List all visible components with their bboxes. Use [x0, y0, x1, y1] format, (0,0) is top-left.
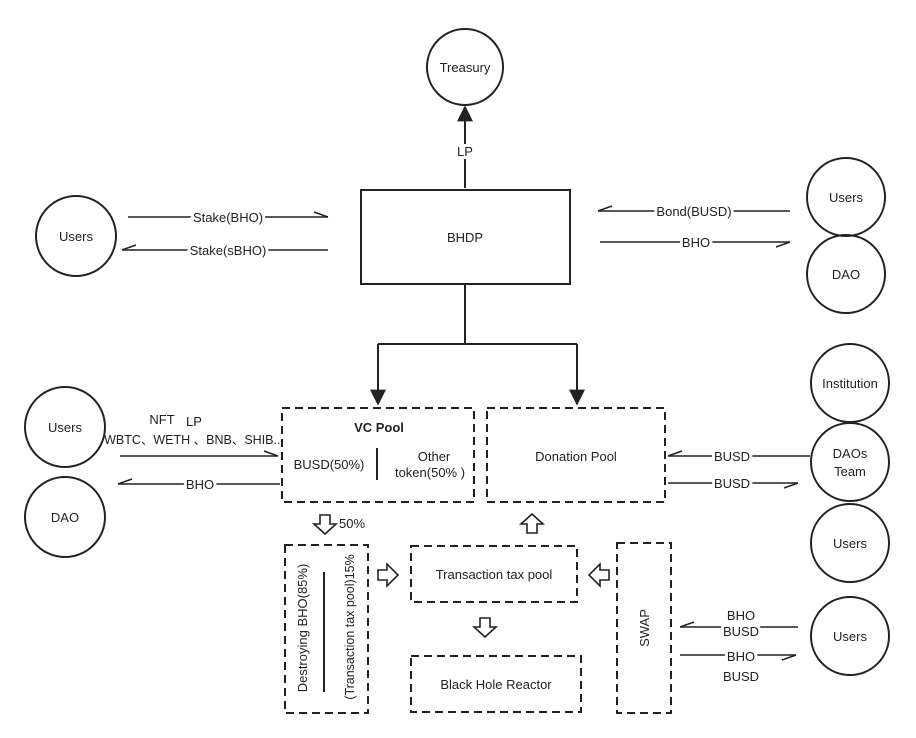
treasury-label: Treasury: [440, 60, 491, 75]
users-right-top-label: Users: [829, 190, 863, 205]
black-hole-reactor-box: [410, 655, 582, 713]
institution-label: Institution: [822, 376, 878, 391]
swap-in-busd-label: BUSD: [723, 624, 759, 639]
busd-out-label: BUSD: [714, 476, 750, 491]
bho-top-label: BHO: [682, 235, 710, 250]
destroying-box: [284, 544, 369, 714]
tax-pool-share-label: (Transaction tax pool)15%: [343, 554, 357, 699]
users-right-mid-label: Users: [833, 536, 867, 551]
dao-right-top-node: [806, 234, 886, 314]
black-hole-reactor-label: Black Hole Reactor: [440, 677, 552, 692]
swap-in-bho-label: BHO: [727, 608, 755, 623]
transaction-tax-pool-box: [410, 545, 578, 603]
users-right-mid-node: [810, 503, 890, 583]
lp-label: LP: [457, 144, 473, 159]
stake-bho-label: Stake(BHO): [193, 210, 263, 225]
bond-busd-label: Bond(BUSD): [656, 204, 731, 219]
daos-team-line2: Team: [834, 464, 866, 479]
swap-box: [616, 542, 672, 714]
donation-pool-label: Donation Pool: [535, 449, 617, 464]
swap-out-busd-label: BUSD: [723, 669, 759, 684]
vc-split-label: 50%: [339, 516, 365, 531]
users-left-mid-node: [24, 386, 106, 468]
daos-team-line1: DAOs: [833, 446, 868, 461]
transaction-tax-pool-label: Transaction tax pool: [436, 567, 553, 582]
vc-pool-title: VC Pool: [354, 420, 404, 435]
swap-out-bho-label: BHO: [727, 649, 755, 664]
destroying-label: Destroying BHO(85%): [295, 564, 310, 693]
vc-pool-box: [281, 407, 475, 503]
users-left-mid-label: Users: [48, 420, 82, 435]
dao-left-mid-label: DAO: [51, 510, 79, 525]
treasury-node: [426, 28, 504, 106]
hollow-down-arrow-icon: [471, 617, 499, 639]
dao-right-top-label: DAO: [832, 267, 860, 282]
vc-busd-label: BUSD(50%): [294, 457, 365, 472]
nft-label: NFT: [149, 412, 174, 427]
lp-assets-label: LP: [186, 414, 202, 429]
swap-label: SWAP: [637, 609, 652, 647]
bho-mid-label: BHO: [186, 477, 214, 492]
daos-team-node: [810, 422, 890, 502]
dao-left-mid-node: [24, 476, 106, 558]
users-left-top-node: [35, 195, 117, 277]
busd-in-label: BUSD: [714, 449, 750, 464]
assets-label: WBTC、WETH 、BNB、SHIB...: [104, 433, 284, 447]
donation-pool-box: [486, 407, 666, 503]
vc-other-line1: Other: [418, 449, 451, 464]
bhdp-label: BHDP: [447, 230, 483, 245]
hollow-right-arrow-icon: [377, 562, 400, 588]
hollow-left-arrow-icon: [587, 562, 610, 588]
users-right-bottom-label: Users: [833, 629, 867, 644]
users-left-top-label: Users: [59, 229, 93, 244]
users-right-bottom-node: [810, 596, 890, 676]
hollow-up-arrow-icon: [518, 512, 546, 534]
stake-sbho-label: Stake(sBHO): [190, 243, 267, 258]
hollow-down-arrow-icon: [311, 514, 339, 536]
vc-other-line2: token(50% ): [395, 465, 465, 480]
